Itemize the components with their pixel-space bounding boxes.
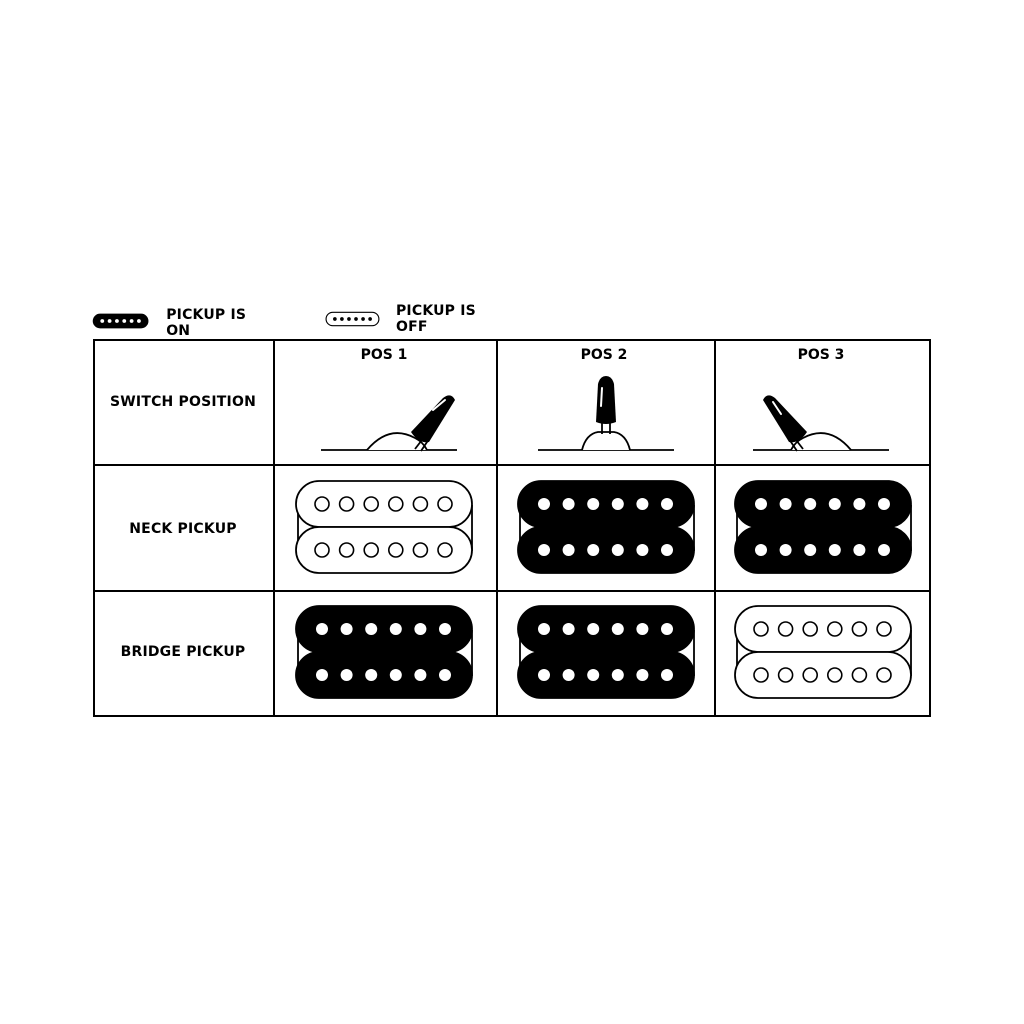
grid-line (273, 339, 275, 717)
single-coil-off-icon (325, 311, 380, 327)
pos-1-label: POS 1 (360, 347, 408, 363)
coil-on-icon (517, 605, 695, 653)
grid-line (93, 715, 931, 717)
coil-off-icon (734, 651, 912, 699)
grid-line (714, 339, 716, 717)
grid-line (496, 339, 498, 717)
neck-pickup-pos-3-on (734, 480, 912, 574)
coil-on-icon (517, 526, 695, 574)
coil-on-icon (517, 480, 695, 528)
pickup-switch-table: SWITCH POSITION NECK PICKUP BRIDGE PICKU… (93, 339, 931, 717)
coil-off-icon (295, 480, 473, 528)
coil-on-icon (734, 526, 912, 574)
grid-line (93, 339, 931, 341)
legend-on: PICKUP IS ON (92, 303, 246, 339)
grid-line (93, 464, 931, 466)
switch-pos-3-icon (753, 395, 889, 452)
row-label-bridge-pickup: BRIDGE PICKUP (120, 644, 246, 660)
legend-on-label: PICKUP IS ON (166, 307, 247, 339)
legend-off: PICKUP IS OFF (325, 303, 478, 335)
grid-line (93, 339, 95, 717)
pos-2-label: POS 2 (580, 347, 628, 363)
bridge-pickup-pos-3-off (734, 605, 912, 699)
row-label-neck-pickup: NECK PICKUP (129, 521, 237, 537)
coil-off-icon (295, 526, 473, 574)
legend-off-label: PICKUP IS OFF (395, 303, 476, 335)
coil-off-icon (734, 605, 912, 653)
bridge-pickup-pos-1-on (295, 605, 473, 699)
coil-on-icon (517, 651, 695, 699)
row-label-switch-position: SWITCH POSITION (110, 394, 256, 410)
neck-pickup-pos-1-off (295, 480, 473, 574)
switch-pos-2-icon (538, 376, 674, 451)
coil-on-icon (295, 651, 473, 699)
grid-line (929, 339, 931, 717)
coil-on-icon (734, 480, 912, 528)
neck-pickup-pos-2-on (517, 480, 695, 574)
switch-pos-1-icon (321, 395, 457, 452)
coil-on-icon (295, 605, 473, 653)
bridge-pickup-pos-2-on (517, 605, 695, 699)
pos-3-label: POS 3 (797, 347, 845, 363)
grid-line (93, 590, 931, 592)
single-coil-on-icon (92, 313, 149, 329)
